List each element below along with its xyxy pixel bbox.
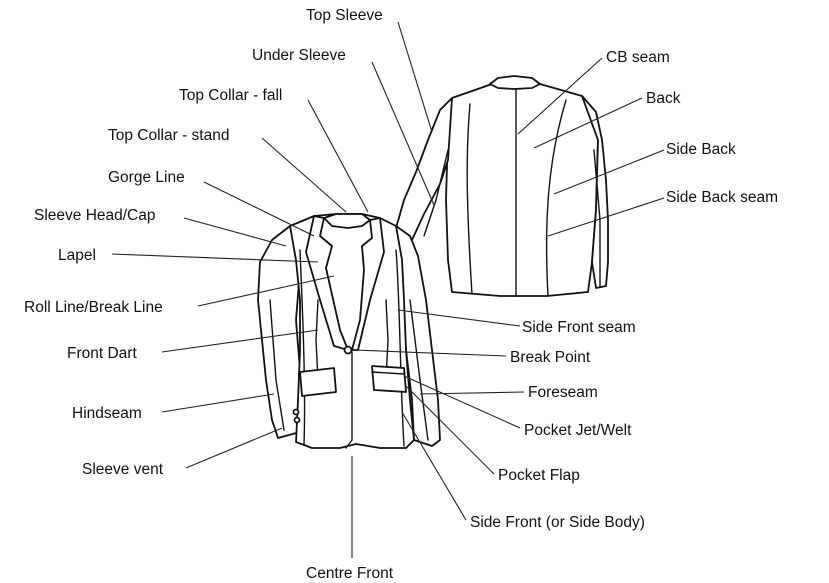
label-front-dart: Front Dart <box>67 345 137 362</box>
back-sleeve-seam-left <box>423 149 449 237</box>
label-roll-line: Roll Line/Break Line <box>24 299 163 316</box>
leader-side-front-seam <box>397 309 521 327</box>
leader-roll-line <box>197 275 335 307</box>
leader-top-collar-fall <box>307 99 369 213</box>
label-break-point: Break Point <box>510 349 591 366</box>
leader-top-sleeve <box>397 21 433 133</box>
leader-lapel <box>111 253 319 263</box>
sleeve-button-1 <box>292 408 300 416</box>
back-sleeve-seam-right <box>593 149 601 287</box>
back-collar <box>489 75 541 90</box>
right-pocket-flap <box>371 365 407 393</box>
side-back-seam-right <box>545 99 567 297</box>
leader-sleeve-vent <box>185 427 283 469</box>
label-lapel: Lapel <box>58 247 96 264</box>
leader-front-dart <box>161 329 319 353</box>
leader-under-sleeve <box>371 61 435 206</box>
leader-pocket-jet <box>403 375 521 429</box>
leader-sleeve-head <box>183 217 287 247</box>
labels: Top Sleeve Under Sleeve Top Collar - fal… <box>24 7 778 582</box>
label-pocket-flap: Pocket Flap <box>498 467 580 484</box>
label-hindseam: Hindseam <box>72 405 142 422</box>
side-front-seam-right <box>395 249 405 447</box>
label-gorge-line: Gorge Line <box>108 169 185 186</box>
leader-side-front <box>401 411 467 521</box>
label-side-front: Side Front (or Side Body) <box>470 514 645 531</box>
label-back: Back <box>646 90 681 107</box>
front-dart-left <box>315 299 319 381</box>
leader-hindseam <box>161 393 275 413</box>
right-lapel <box>351 217 385 351</box>
leader-side-back-seam <box>547 197 665 237</box>
left-lapel <box>305 215 349 351</box>
leader-cb-seam <box>517 57 603 135</box>
label-under-sleeve: Under Sleeve <box>252 47 346 64</box>
label-sleeve-vent: Sleeve vent <box>82 461 164 478</box>
front-left-sleeve <box>257 225 305 439</box>
sleeve-button-2 <box>293 416 301 424</box>
leader-side-back <box>553 149 665 195</box>
leader-gorge-line <box>203 181 315 237</box>
label-top-sleeve: Top Sleeve <box>306 7 383 24</box>
label-side-back-seam: Side Back seam <box>666 189 778 206</box>
side-back-seam-left <box>466 103 473 295</box>
left-pocket-flap <box>299 367 337 397</box>
label-foreseam: Foreseam <box>528 384 598 401</box>
centre-front-line <box>345 351 353 449</box>
leader-lines <box>111 21 665 558</box>
label-top-collar-fall: Top Collar - fall <box>179 87 282 104</box>
label-top-collar-stand: Top Collar - stand <box>108 127 229 144</box>
front-collar <box>323 213 371 229</box>
label-cb-seam: CB seam <box>606 49 670 66</box>
label-pocket-jet: Pocket Jet/Welt <box>524 422 632 439</box>
label-centre-front: Centre Front <box>306 565 394 582</box>
pocket-welt-line <box>371 371 405 375</box>
side-front-seam-left <box>299 249 306 445</box>
leader-foreseam <box>419 391 525 395</box>
leader-pocket-flap <box>405 385 495 475</box>
back-right-sleeve <box>581 95 609 289</box>
right-sleeve-foreseam <box>409 299 429 441</box>
jacket-front-view <box>257 213 441 449</box>
left-sleeve-hindseam <box>269 299 285 431</box>
jacket-back-view <box>395 75 609 297</box>
label-sleeve-head: Sleeve Head/Cap <box>34 207 156 224</box>
front-button <box>343 345 353 355</box>
leader-break-point <box>353 349 507 357</box>
leader-back <box>533 97 643 149</box>
label-side-back: Side Back <box>666 141 736 158</box>
label-side-front-seam: Side Front seam <box>522 319 636 336</box>
leader-top-collar-stand <box>261 137 347 213</box>
